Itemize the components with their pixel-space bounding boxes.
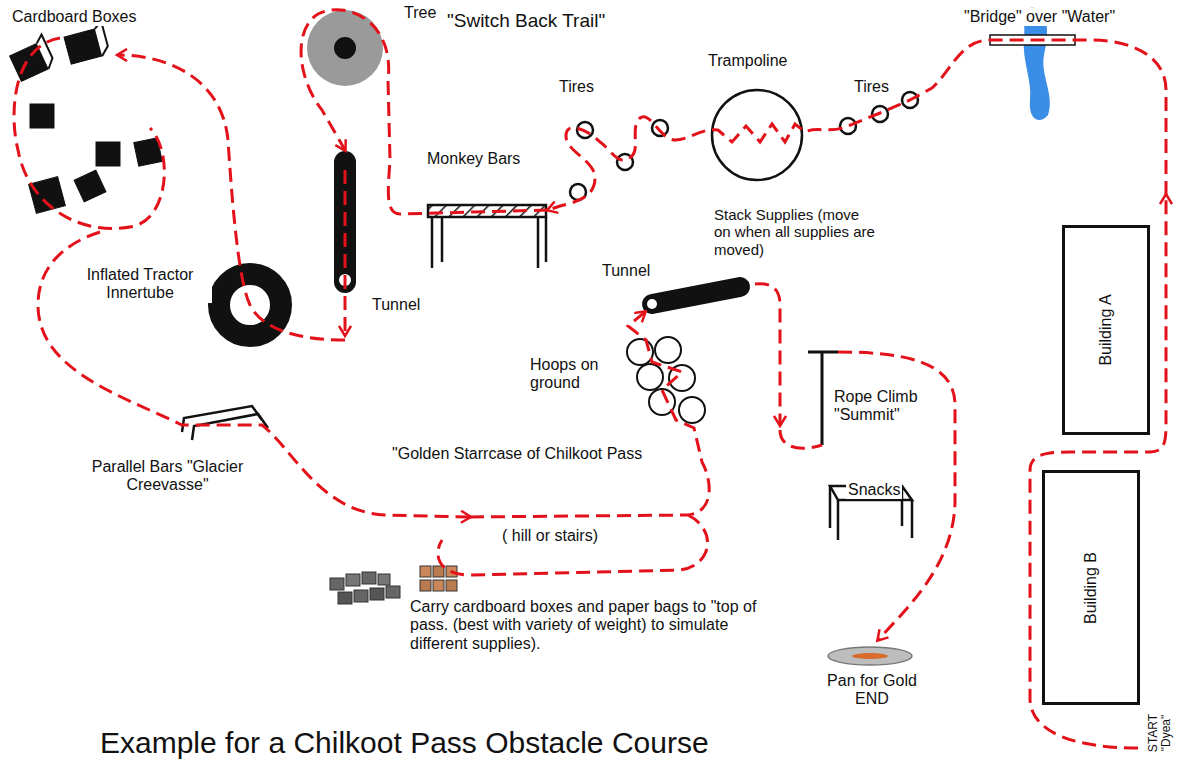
gold [852, 653, 888, 659]
station-label: "Switch Back Trail" [445, 10, 607, 32]
station-label: START "Dyea" [1147, 710, 1173, 756]
station-label: Hoops on ground [528, 356, 614, 393]
monkey-bars [428, 205, 546, 268]
station-label: Snacks [846, 481, 902, 499]
route [14, 10, 1166, 748]
station-label: Rope Climb "Summit" [832, 388, 936, 425]
building-name: Building B [1082, 551, 1100, 623]
station-label: Tires [852, 78, 891, 96]
station-label: Carry cardboard boxes and paper bags to … [408, 598, 784, 653]
tunnel [652, 287, 740, 304]
station-label: Tunnel [600, 262, 652, 280]
station-label: Inflated Tractor Innertube [68, 266, 212, 303]
tunnel-mouth [647, 299, 657, 309]
station-label: Tires [557, 78, 596, 96]
tree [307, 10, 383, 86]
diagram-title: Example for a Chilkoot Pass Obstacle Cou… [100, 728, 709, 758]
station-label: Parallel Bars "Glacier Creevasse" [78, 458, 257, 495]
parallel-bars [182, 406, 268, 440]
station-label: Cardboard Boxes [10, 8, 139, 26]
station-label: Tunnel [370, 296, 422, 314]
building-name: Building A [1097, 294, 1115, 365]
tires [570, 92, 918, 200]
tree-trunk [334, 37, 356, 59]
building-box: Building B [1042, 470, 1140, 705]
hoops [627, 337, 705, 423]
station-label: Pan for Gold END [815, 672, 929, 709]
station-label: Tree [402, 4, 438, 22]
station-label: Stack Supplies (move on when all supplie… [712, 206, 881, 258]
station-label: "Golden Starrcase of Chilkoot Pass [390, 445, 644, 463]
gold-pan [828, 647, 912, 665]
station-label: Monkey Bars [425, 150, 522, 168]
station-label: "Bridge" over "Water" [962, 8, 1117, 26]
building-box: Building A [1062, 225, 1150, 435]
station-label: ( hill or stairs) [500, 527, 600, 545]
station-label: Trampoline [706, 52, 789, 70]
